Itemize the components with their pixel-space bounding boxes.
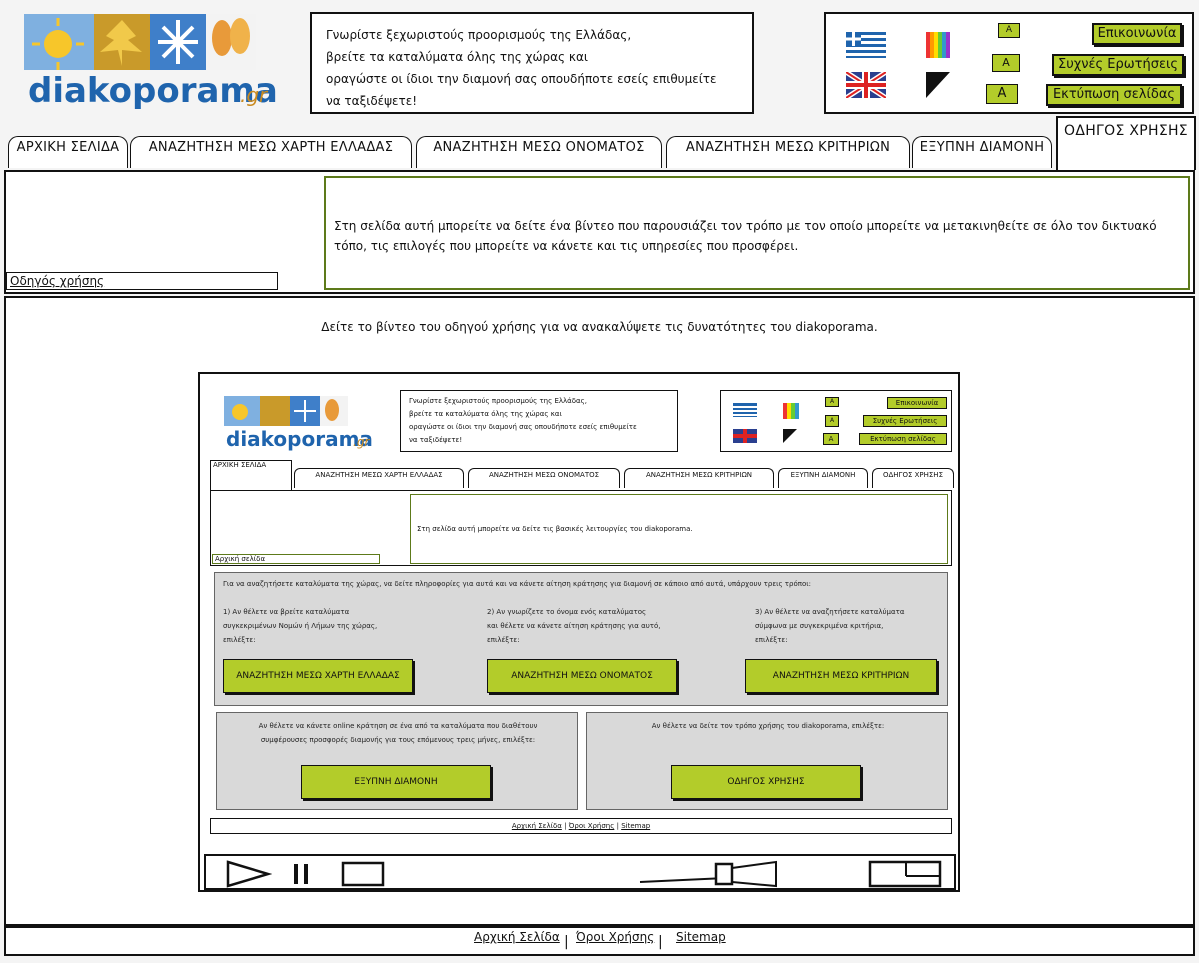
footer-separator: |	[564, 934, 569, 950]
video-option2-line: και θέλετε να κάνετε αίτηση κράτησης για…	[487, 622, 661, 630]
tab-home[interactable]: ΑΡΧΙΚΗ ΣΕΛΙΔΑ	[8, 136, 128, 168]
intro-line: Γνωρίστε ξεχωριστούς προορισμούς της Ελλ…	[326, 28, 632, 42]
video-online-line: Αν θέλετε να κάνετε online κράτηση σε έν…	[258, 722, 538, 730]
video-tools-box: A A A Επικοινωνία Συχνές Ερωτήσεις Εκτύπ…	[720, 390, 952, 452]
intro-box: Γνωρίστε ξεχωριστούς προορισμούς της Ελλ…	[310, 12, 754, 114]
tab-name-search[interactable]: ΑΝΑΖΗΤΗΣΗ ΜΕΣΩ ΟΝΟΜΑΤΟΣ	[416, 136, 662, 168]
video-search-intro: Για να αναζητήσετε καταλύματα της χώρας,…	[223, 580, 811, 588]
video-intro-box: Γνωρίστε ξεχωριστούς προορισμούς της Ελλ…	[400, 390, 678, 452]
logo-text: diakoporama	[28, 71, 278, 111]
video-guide-panel: Αν θέλετε να δείτε τον τρόπο χρήσης του …	[586, 712, 948, 810]
video-breadcrumb: Αρχική σελίδα	[212, 554, 380, 564]
volume-slider-icon[interactable]	[636, 858, 786, 890]
video-intro-line: να ταξιδέψετε!	[409, 436, 463, 444]
breadcrumb: Οδηγός χρήσης	[6, 272, 278, 290]
intro-line: να ταξιδέψετε!	[326, 94, 418, 108]
video-option1-line: 1) Αν θέλετε να βρείτε καταλύματα	[223, 608, 350, 616]
video-tab-criteria: ΑΝΑΖΗΤΗΣΗ ΜΕΣΩ ΚΡΙΤΗΡΙΩΝ	[624, 468, 774, 488]
video-option1-line: συγκεκριμένων Νομών ή Λήμων της χώρας,	[223, 622, 378, 630]
site-logo[interactable]: diakoporama .gr	[18, 10, 288, 120]
video-option3-line: σύμφωνα με συγκεκριμένα κριτήρια,	[755, 622, 884, 630]
fullscreen-icon[interactable]	[866, 858, 946, 890]
video-footer-separator: |	[616, 822, 619, 830]
video-option3-line: επιλέξτε:	[755, 636, 788, 644]
logo-suffix: .gr	[240, 83, 269, 107]
footer: Αρχική Σελίδα | Όροι Χρήσης | Sitemap	[4, 926, 1195, 956]
video-tab-home: ΑΡΧΙΚΗ ΣΕΛΙΔΑ	[210, 460, 292, 490]
stop-icon[interactable]	[340, 860, 386, 888]
video-logo-text: diakoporama	[226, 427, 373, 451]
video-option3-line: 3) Αν θέλετε να αναζητήσετε καταλύματα	[755, 608, 905, 616]
video-user-guide-button: ΟΔΗΓΟΣ ΧΡΗΣΗΣ	[671, 765, 861, 799]
video-footer: Αρχική Σελίδα | Όροι Χρήσης | Sitemap	[210, 818, 952, 834]
intro-line: βρείτε τα καταλύματα όλης της χώρας και	[326, 50, 588, 64]
video-online-line: συμφέρουσες προσφορές διαμονής για τους …	[260, 736, 536, 744]
intro-line: οραγώστε οι ίδιοι την διαμονή σας οπουδή…	[326, 72, 717, 86]
contact-button[interactable]: Επικοινωνία	[1092, 23, 1182, 45]
video-contact-button: Επικοινωνία	[887, 397, 947, 409]
video-controls-bar	[204, 854, 956, 890]
video-criteria-search-button: ΑΝΑΖΗΤΗΣΗ ΜΕΣΩ ΚΡΙΤΗΡΙΩΝ	[745, 659, 937, 693]
video-logo-suffix: .gr	[353, 435, 370, 449]
tab-smart-stay[interactable]: ΕΞΥΠΝΗ ΔΙΑΜΟΝΗ	[912, 136, 1052, 168]
section-description: Στη σελίδα αυτή μπορείτε να δείτε ένα βί…	[334, 219, 1157, 253]
video-font-button: A	[823, 433, 839, 445]
tab-criteria-search[interactable]: ΑΝΑΖΗΤΗΣΗ ΜΕΣΩ ΚΡΙΤΗΡΙΩΝ	[666, 136, 910, 168]
video-footer-home: Αρχική Σελίδα	[511, 822, 562, 830]
video-guide-text: Αν θέλετε να δείτε τον τρόπο χρήσης του …	[651, 722, 885, 730]
footer-separator: |	[658, 934, 663, 950]
video-footer-sitemap: Sitemap	[621, 822, 651, 830]
video-faq-button: Συχνές Ερωτήσεις	[863, 415, 947, 427]
video-color-palette-icon	[783, 403, 799, 419]
video-tab-name: ΑΝΑΖΗΤΗΣΗ ΜΕΣΩ ΟΝΟΜΑΤΟΣ	[468, 468, 620, 488]
pause-icon[interactable]	[290, 860, 314, 888]
video-tab-map: ΑΝΑΖΗΤΗΣΗ ΜΕΣΩ ΧΑΡΤΗ ΕΛΛΑΔΑΣ	[294, 468, 464, 488]
video-description: Στη σελίδα αυτή μπορείτε να δείτε τις βα…	[410, 494, 948, 564]
video-map-search-button: ΑΝΑΖΗΤΗΣΗ ΜΕΣΩ ΧΑΡΤΗ ΕΛΛΑΔΑΣ	[223, 659, 413, 693]
video-footer-separator: |	[564, 822, 567, 830]
play-icon[interactable]	[224, 860, 272, 888]
font-size-large-button[interactable]: A	[986, 84, 1018, 104]
video-name-search-button: ΑΝΑΖΗΤΗΣΗ ΜΕΣΩ ΟΝΟΜΑΤΟΣ	[487, 659, 677, 693]
section-description-box: Στη σελίδα αυτή μπορείτε να δείτε ένα βί…	[324, 176, 1190, 290]
video-smart-stay-button: ΕΞΥΠΝΗ ΔΙΑΜΟΝΗ	[301, 765, 491, 799]
font-size-medium-button[interactable]: A	[992, 54, 1020, 72]
video-intro-line: Γνωρίστε ξεχωριστούς προορισμούς της Ελλ…	[409, 397, 587, 405]
uk-flag-icon[interactable]	[846, 72, 886, 98]
video-section-box	[210, 490, 952, 566]
greek-flag-icon[interactable]	[846, 32, 886, 58]
video-intro-line: οραγώστε οι ίδιοι την διαμονή σας οπουδή…	[409, 423, 637, 431]
logo-seasons-icon: diakoporama .gr	[24, 14, 278, 111]
video-search-panel: Για να αναζητήσετε καταλύματα της χώρας,…	[214, 572, 948, 706]
video-option2-line: 2) Αν γνωρίζετε το όνομα ενός καταλύματο…	[487, 608, 647, 616]
video-option1-line: επιλέξτε:	[223, 636, 256, 644]
video-greek-flag-icon	[733, 403, 757, 417]
footer-sitemap-link[interactable]: Sitemap	[676, 930, 726, 944]
tab-map-search[interactable]: ΑΝΑΖΗΤΗΣΗ ΜΕΣΩ ΧΑΡΤΗ ΕΛΛΑΔΑΣ	[130, 136, 412, 168]
video-footer-terms: Όροι Χρήσης	[568, 822, 615, 830]
video-tab-guide: ΟΔΗΓΟΣ ΧΡΗΣΗΣ	[872, 468, 954, 488]
video-contrast-icon	[783, 429, 797, 443]
video-font-button: A	[825, 415, 839, 427]
video-tab-smart: ΕΞΥΠΝΗ ΔΙΑΜΟΝΗ	[778, 468, 868, 488]
video-intro-text: Δείτε το βίντεο του οδηγού χρήσης για να…	[321, 320, 878, 334]
video-font-button: A	[825, 397, 839, 407]
color-palette-icon[interactable]	[926, 32, 950, 58]
footer-home-link[interactable]: Αρχική Σελίδα	[474, 930, 560, 944]
video-logo-icon: diakoporama .gr	[224, 396, 373, 451]
print-button[interactable]: Εκτύπωση σελίδας	[1046, 84, 1182, 106]
breadcrumb-label[interactable]: Οδηγός χρήσης	[10, 274, 105, 288]
video-smart-panel: Αν θέλετε να κάνετε online κράτηση σε έν…	[216, 712, 578, 810]
tab-user-guide[interactable]: ΟΔΗΓΟΣ ΧΡΗΣΗΣ	[1056, 116, 1196, 170]
footer-terms-link[interactable]: Όροι Χρήσης	[576, 930, 655, 944]
video-option2-line: επιλέξτε:	[487, 636, 520, 644]
video-player[interactable]: diakoporama .gr Γνωρίστε ξεχωριστούς προ…	[198, 372, 960, 892]
contrast-icon[interactable]	[926, 72, 950, 98]
video-uk-flag-icon	[733, 429, 757, 443]
faq-button[interactable]: Συχνές Ερωτήσεις	[1052, 54, 1184, 76]
font-size-small-button[interactable]: A	[998, 23, 1020, 38]
video-intro-line: βρείτε τα καταλύματα όλης της χώρας και	[409, 410, 562, 418]
video-print-button: Εκτύπωση σελίδας	[859, 433, 947, 445]
tools-box: A A A Επικοινωνία Συχνές Ερωτήσεις Εκτύπ…	[824, 12, 1194, 114]
